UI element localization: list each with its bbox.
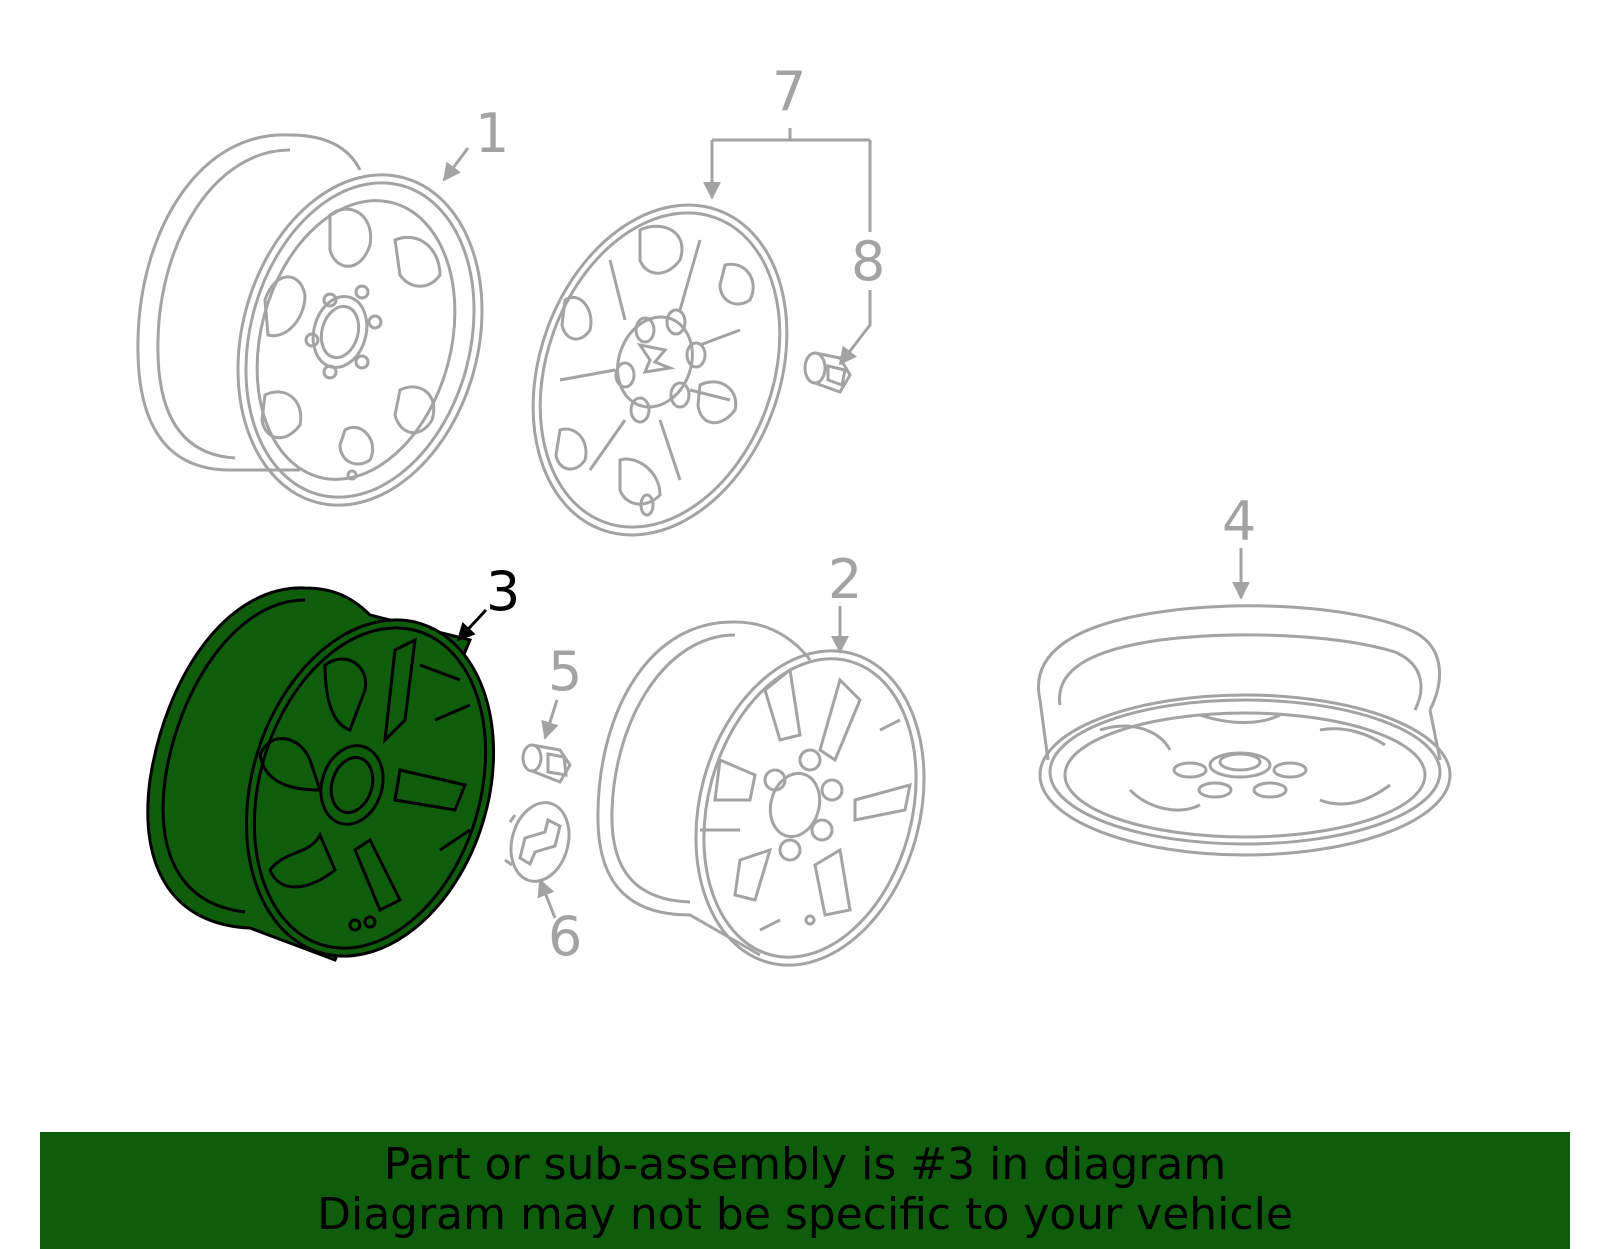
info-banner: Part or sub-assembly is #3 in diagram Di… — [40, 1132, 1570, 1249]
part-5-lug-nut[interactable] — [521, 743, 572, 784]
part-8-lug-nut-cap[interactable] — [803, 351, 852, 394]
part-3-alloy-wheel-highlighted[interactable] — [146, 586, 533, 987]
callout-6: 6 — [548, 905, 582, 968]
part-1-steel-wheel[interactable] — [136, 133, 518, 533]
callout-7: 7 — [772, 60, 806, 123]
part-6-center-cap[interactable] — [503, 796, 578, 888]
callout-4: 4 — [1222, 490, 1256, 553]
banner-line-1: Part or sub-assembly is #3 in diagram — [383, 1139, 1227, 1190]
callout-3: 3 — [486, 560, 520, 623]
banner-line-2: Diagram may not be specific to your vehi… — [317, 1189, 1293, 1240]
part-4-spare-wheel[interactable] — [1037, 604, 1452, 857]
callout-5: 5 — [548, 640, 582, 703]
callout-8: 8 — [851, 230, 885, 293]
part-2-alloy-wheel[interactable] — [596, 620, 958, 991]
callout-1: 1 — [475, 102, 509, 165]
part-7-wheel-cover[interactable] — [489, 169, 831, 571]
callout-2: 2 — [828, 548, 862, 611]
